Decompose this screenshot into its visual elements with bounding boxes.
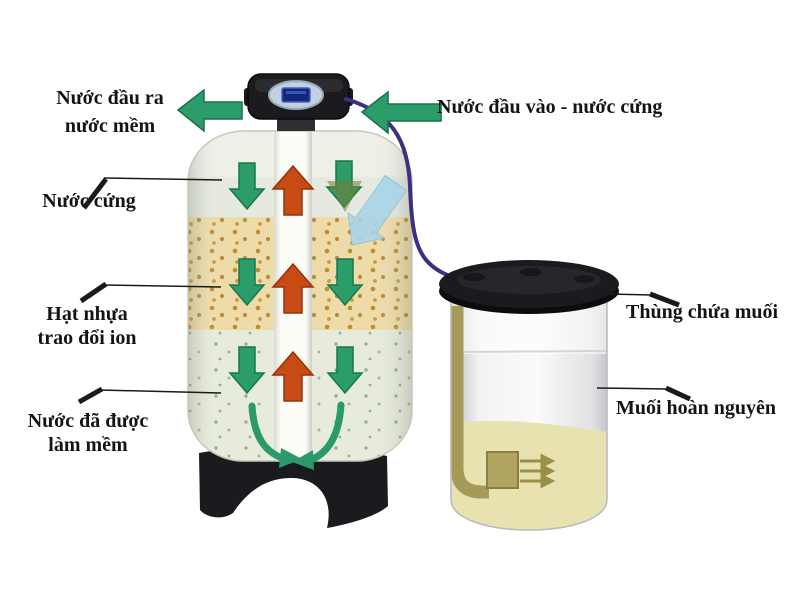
brine-tank [450, 291, 608, 531]
label-salt-tank: Thùng chứa muối [626, 301, 779, 323]
label-resin: Hạt nhựa trao đổi ion [12, 302, 162, 350]
brine-strainer [486, 451, 519, 489]
brine-pickup-tube [451, 306, 489, 499]
rinse-arrow-icon [347, 174, 408, 246]
tank-stand [199, 447, 388, 528]
inlet-arrow-icon [360, 90, 442, 135]
brine-salt-layer [451, 420, 607, 530]
label-hard-water-in: Nước đầu vào - nước cứng [437, 96, 663, 118]
leader-resin-stroke [79, 281, 108, 304]
label-soft-water-out-line1: Nước đầu ra [56, 87, 164, 109]
brine-water-line [451, 350, 607, 353]
leader-softened [99, 389, 222, 394]
label-soft-water-out: Nước đầu ra nước mềm [30, 84, 190, 140]
leader-softened-stroke [77, 386, 104, 405]
brine-tank-lid [439, 260, 619, 314]
leader-resin [103, 284, 222, 288]
valve-display-digits [286, 91, 306, 94]
label-hard-water: Nước cứng [42, 190, 136, 212]
leader-salt-tank [607, 293, 653, 296]
brine-tank-outline [450, 291, 608, 531]
label-regen-salt: Muối hoàn nguyên [616, 397, 777, 419]
brine-draw-arrow-icons [520, 453, 556, 489]
bottom-collect-arrowheads [279, 448, 314, 470]
control-valve [244, 73, 353, 131]
overlap-arrowhead-icon [327, 181, 362, 212]
label-softened-line1: Nước đã được [27, 410, 149, 432]
label-resin-line1: Hạt nhựa [46, 303, 128, 325]
label-softened-line2: làm mềm [48, 434, 128, 456]
leader-hard-water-stroke [82, 177, 108, 210]
leader-salt-tank-stroke [649, 291, 680, 308]
leader-lines [77, 177, 692, 405]
leader-regen-salt [596, 387, 669, 390]
label-softened-water: Nước đã được làm mềm [8, 409, 168, 457]
valve-display [281, 87, 311, 103]
leader-regen-salt-stroke [664, 385, 692, 402]
label-resin-line2: trao đổi ion [37, 327, 137, 349]
outlet-arrow-icon [176, 88, 243, 133]
leader-hard-water [103, 177, 223, 181]
bottom-collect-arrow-icons [248, 401, 345, 464]
label-soft-water-out-line2: nước mềm [64, 115, 156, 137]
